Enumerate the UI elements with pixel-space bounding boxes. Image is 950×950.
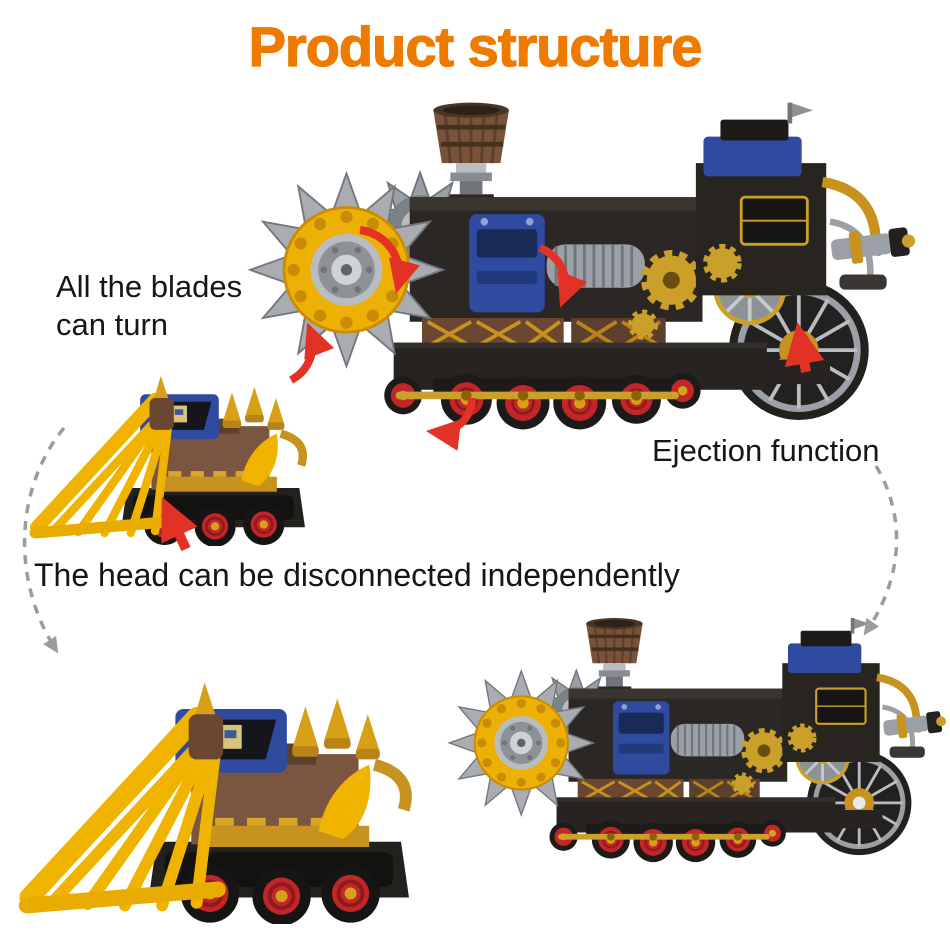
head-cart-figure-large [27, 682, 409, 925]
main-train-figure [250, 103, 917, 430]
dashed-connector-arrow-icon [22, 426, 66, 654]
annotation-head-disconnect: The head can be disconnected independent… [34, 557, 680, 593]
page-title: Product structure [248, 14, 703, 78]
annotation-ejection: Ejection function [652, 433, 880, 468]
pointer-arrow-icon [784, 322, 825, 373]
rotation-arrow-icon [426, 397, 477, 451]
rotation-arrow-icon [538, 244, 588, 308]
rotation-arrow-icon [359, 226, 420, 294]
annotation-blades: All the blades can turn [56, 268, 242, 344]
annotation-blades-line1: All the blades [56, 269, 243, 304]
rotation-arrow-icon [289, 322, 335, 384]
pointer-arrow-icon [161, 496, 198, 552]
train-figure-bottom [449, 618, 947, 862]
annotation-blades-line2: can turn [56, 306, 169, 342]
dashed-connector-arrow-icon [863, 465, 899, 636]
